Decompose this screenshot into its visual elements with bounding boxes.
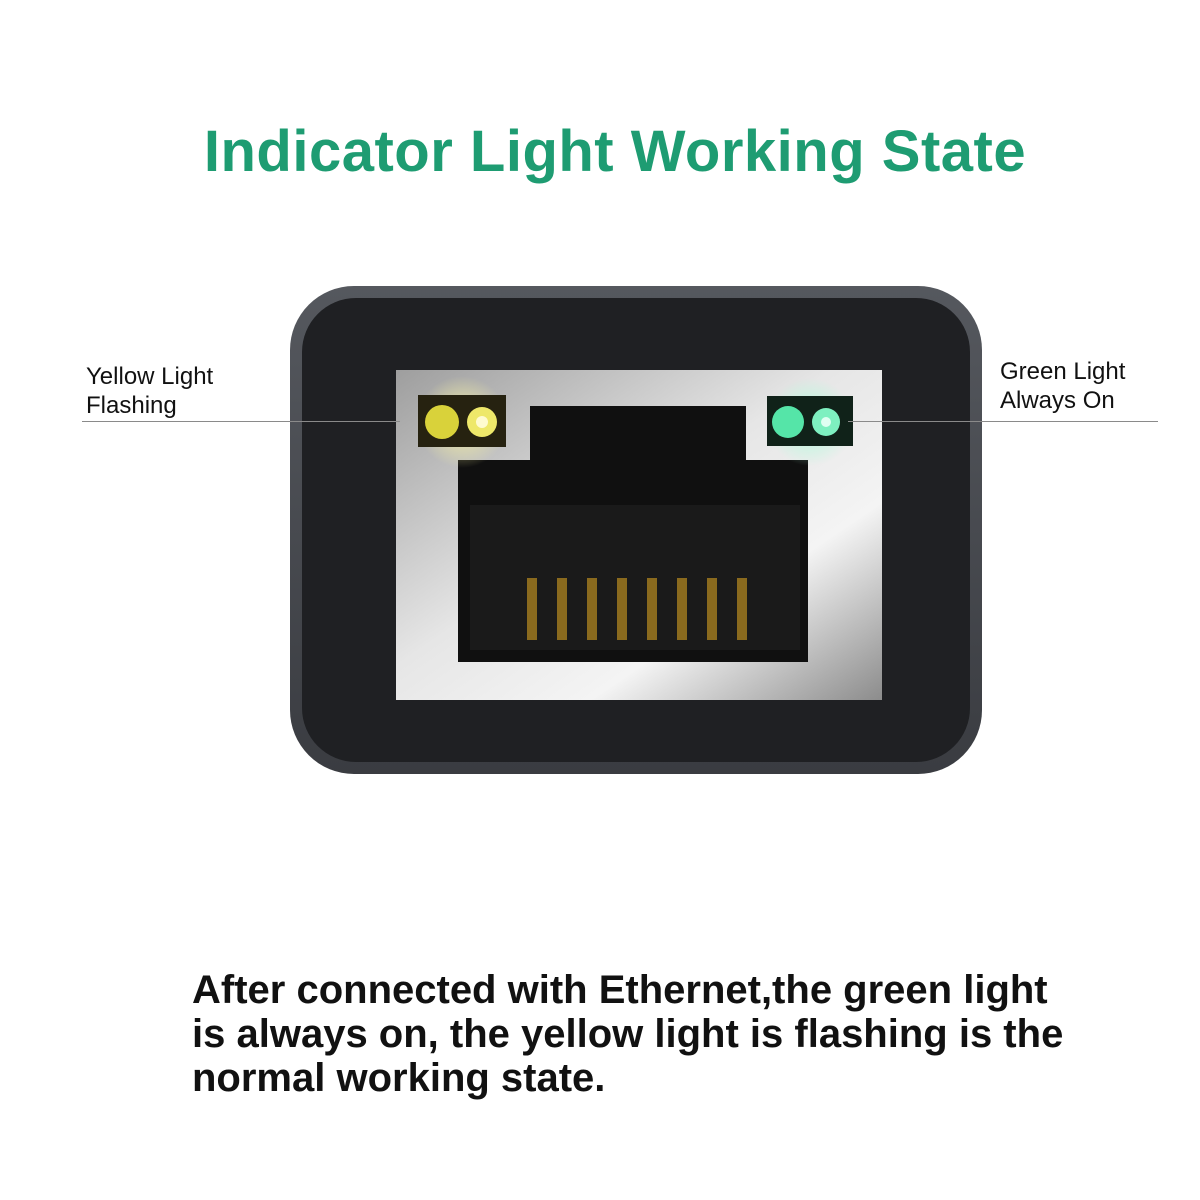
yellow-light-leader-line <box>82 421 400 422</box>
contact-pin <box>737 578 747 640</box>
caption-line-3: normal working state. <box>192 1056 606 1100</box>
contact-pin <box>557 578 567 640</box>
caption-line-1: After connected with Ethernet,the green … <box>192 968 1048 1012</box>
contact-pin <box>707 578 717 640</box>
green-light-state: Always On <box>1000 387 1115 414</box>
green-light-leader-line <box>848 421 1158 422</box>
yellow-light-callout: Yellow Light Flashing <box>86 362 213 420</box>
contact-pins <box>527 578 747 640</box>
contact-pin <box>617 578 627 640</box>
yellow-light-label: Yellow Light <box>86 363 214 390</box>
yellow-light-state: Flashing <box>86 392 177 419</box>
green-light-callout: Green Light Always On <box>1000 357 1125 415</box>
contact-pin <box>587 578 597 640</box>
contact-pin <box>527 578 537 640</box>
yellow-led <box>416 376 508 468</box>
page-title: Indicator Light Working State <box>203 119 1027 184</box>
green-led <box>766 378 854 466</box>
description-caption: After connected with Ethernet,the green … <box>192 968 1152 1100</box>
contact-pin <box>647 578 657 640</box>
socket-inner-shadow <box>470 505 800 650</box>
caption-line-2: is always on, the yellow light is flashi… <box>192 1012 1064 1056</box>
contact-pin <box>677 578 687 640</box>
green-light-label: Green Light <box>1000 358 1126 385</box>
